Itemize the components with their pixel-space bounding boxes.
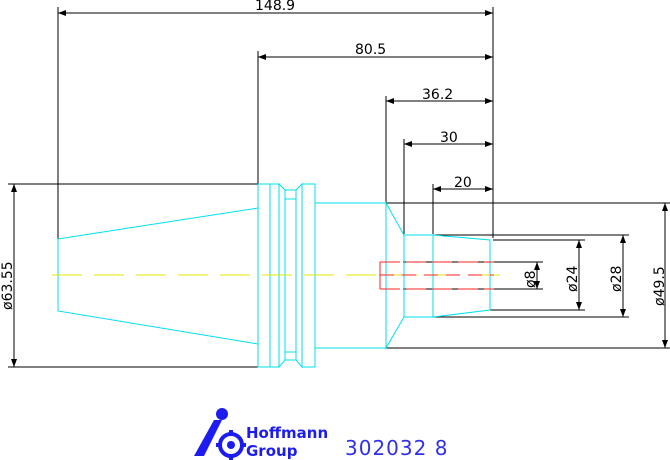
- dim-diameter-24: ø24: [565, 266, 581, 292]
- hidden-bore-lines: [379, 261, 494, 290]
- dim-diameter-flange: ø63.55: [0, 261, 16, 310]
- logo-emblem-icon: [194, 408, 246, 460]
- logo-text-hoffmann: Hoffmann: [246, 424, 328, 442]
- dim-length-30: 30: [440, 130, 458, 146]
- dim-diameter-28: ø28: [609, 266, 625, 292]
- dim-diameter-49: ø49.5: [652, 266, 668, 306]
- hoffmann-group-logo: Hoffmann Group: [194, 408, 328, 460]
- dimension-arrows: [11, 10, 668, 367]
- logo-text-group: Group: [246, 442, 298, 460]
- article-number: 302032 8: [345, 436, 448, 460]
- dim-length-total: 148.9: [255, 0, 295, 14]
- dim-length-20: 20: [454, 175, 472, 191]
- dim-length-80: 80.5: [355, 42, 386, 58]
- dim-length-36: 36.2: [422, 87, 453, 103]
- dim-diameter-8: ø8: [523, 271, 539, 288]
- dimension-lines: [8, 7, 670, 368]
